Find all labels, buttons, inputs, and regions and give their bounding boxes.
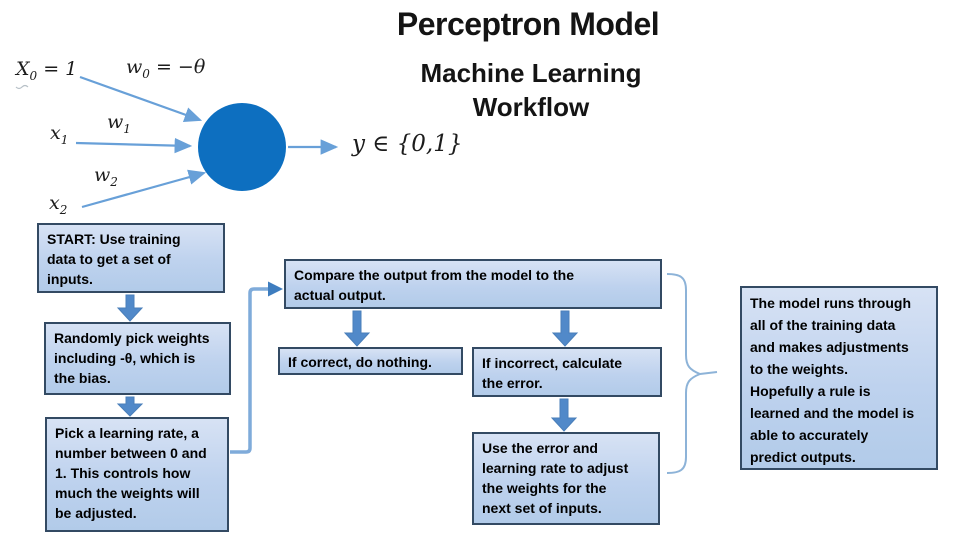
summary-box-text: The model runs through all of the traini… — [750, 295, 915, 465]
flow-box-start-text: START: Use training data to get a set of… — [47, 231, 181, 287]
flow-box-compare-text: Compare the output from the model to the… — [294, 267, 574, 303]
weight2-label: w2 — [94, 164, 118, 189]
flow-box-pick-weights: Randomly pick weights including -θ, whic… — [44, 322, 231, 395]
flow-box-use-error-text: Use the error and learning rate to adjus… — [482, 440, 629, 516]
input2-label: x2 — [49, 192, 68, 217]
slide-subtitle: Machine Learning Workflow — [420, 58, 642, 123]
brace-connector — [666, 273, 701, 474]
weight1-label: w1 — [107, 111, 131, 136]
flow-box-if-incorrect: If incorrect, calculate the error. — [472, 347, 662, 397]
neuron-circle — [198, 103, 286, 191]
input0-label: X0 = 1 — [16, 58, 78, 83]
flow-arrow-compare-to-correct — [343, 310, 371, 347]
flow-box-pick-weights-text: Randomly pick weights including -θ, whic… — [54, 330, 210, 386]
flow-box-learning-rate-text: Pick a learning rate, a number between 0… — [55, 425, 207, 521]
flow-arrow-compare-to-incorrect — [551, 310, 579, 347]
flow-arrow-incorrect-to-adjust — [550, 398, 578, 432]
output-label: y ∈ {0,1} — [352, 131, 463, 157]
input1-label: x1 — [50, 122, 69, 147]
flow-box-learning-rate: Pick a learning rate, a number between 0… — [45, 417, 229, 532]
input-arrow-w0 — [79, 75, 203, 123]
loopback-connector — [230, 287, 268, 454]
weight0-label: w0 = −θ — [126, 56, 206, 81]
flow-box-if-correct: If correct, do nothing. — [278, 347, 463, 375]
slide-title: Perceptron Model — [396, 6, 660, 42]
input-arrow-w2 — [81, 169, 207, 209]
flow-box-use-error: Use the error and learning rate to adjus… — [472, 432, 660, 525]
flow-box-if-correct-text: If correct, do nothing. — [288, 354, 432, 370]
summary-box: The model runs through all of the traini… — [740, 286, 938, 470]
loopback-arrowhead — [268, 281, 283, 297]
flow-arrow-weights-to-rate — [116, 396, 144, 417]
flow-box-compare: Compare the output from the model to the… — [284, 259, 662, 309]
input-arrow-w1 — [75, 137, 193, 154]
flow-box-start: START: Use training data to get a set of… — [37, 223, 225, 293]
brace-pointer-line — [699, 371, 718, 375]
flow-box-if-incorrect-text: If incorrect, calculate the error. — [482, 355, 623, 391]
spellcheck-squiggle — [15, 84, 29, 90]
flow-arrow-start-to-weights — [116, 294, 144, 322]
